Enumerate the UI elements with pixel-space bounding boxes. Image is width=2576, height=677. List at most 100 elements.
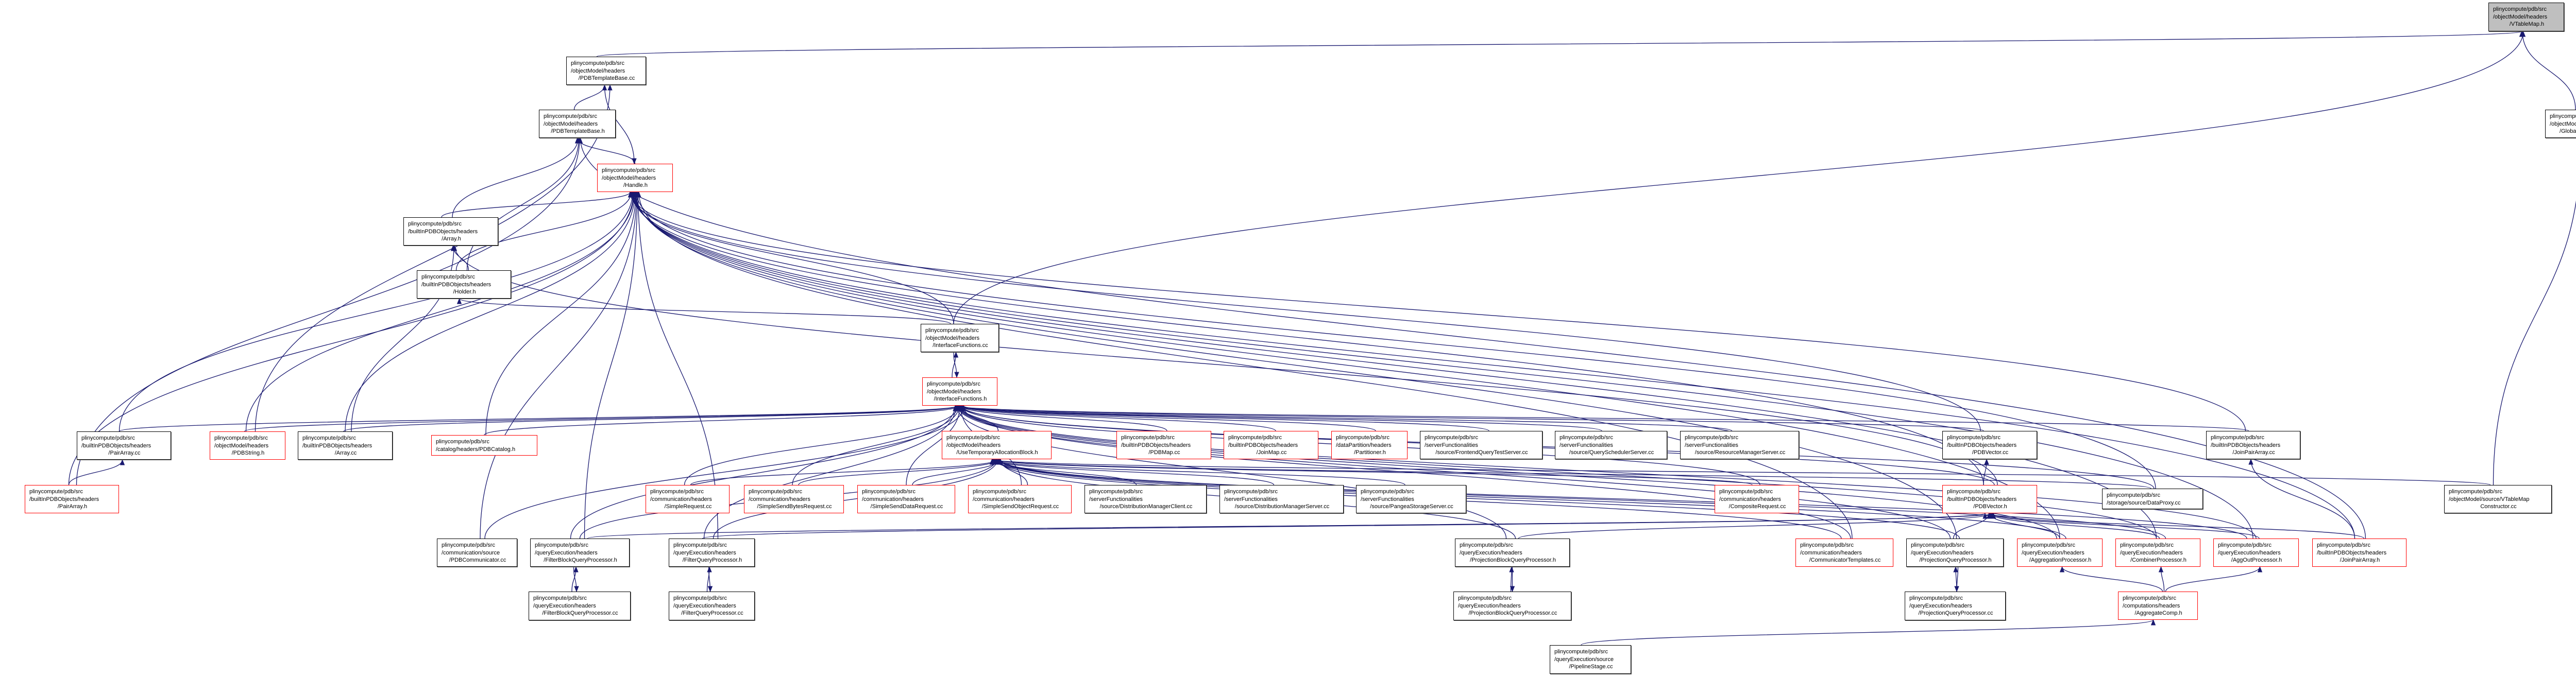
file-node-aggregation-h[interactable]: plinycompute/pdb/src/queryExecution/head… <box>2017 539 2103 567</box>
dependency-edge <box>953 405 1602 431</box>
dependency-edge <box>634 191 2156 489</box>
file-path-line: /AggregateComp.h <box>2134 610 2182 616</box>
file-path-line: plinycompute/pdb/src <box>673 595 727 601</box>
file-path-line: plinycompute/pdb/src <box>1121 435 1175 441</box>
dependency-edge <box>703 405 959 539</box>
file-path-line: /source/FrontendQueryTestServer.cc <box>1435 449 1528 456</box>
file-path-line: /communication/headers <box>973 496 1035 502</box>
file-node-pdbmap-cc[interactable]: plinycompute/pdb/src/builtInPDBObjects/h… <box>1116 431 1211 459</box>
file-path-line: plinycompute/pdb/src <box>2211 435 2264 441</box>
dependency-edge <box>578 137 2366 539</box>
dependency-edge <box>960 405 1276 431</box>
file-node-iface-h[interactable]: plinycompute/pdb/src/objectModel/headers… <box>922 377 997 406</box>
file-node-composite[interactable]: plinycompute/pdb/src/communication/heade… <box>1715 485 1799 513</box>
file-node-iface-cc[interactable]: plinycompute/pdb/src/objectModel/headers… <box>921 324 999 352</box>
file-node-filterblock-cc[interactable]: plinycompute/pdb/src/queryExecution/head… <box>529 592 631 620</box>
file-path-line: /objectModel/headers <box>925 335 980 341</box>
file-node-pdbcommunicator[interactable]: plinycompute/pdb/src/communication/sourc… <box>437 539 517 567</box>
file-path-line: Constructor.cc <box>2480 504 2517 510</box>
file-node-projblock-cc[interactable]: plinycompute/pdb/src/queryExecution/head… <box>1453 592 1571 620</box>
file-node-array-cc[interactable]: plinycompute/pdb/src/builtInPDBObjects/h… <box>298 431 393 460</box>
file-path-line: /queryExecution/headers <box>533 602 596 609</box>
file-path-line: /communication/headers <box>749 496 810 502</box>
file-path-line: plinycompute/pdb/src <box>1089 489 1143 495</box>
file-path-line: /queryExecution/source <box>1554 656 1614 663</box>
file-node-holder[interactable]: plinycompute/pdb/src/builtInPDBObjects/h… <box>417 270 511 299</box>
file-node-pairarray-cc[interactable]: plinycompute/pdb/src/builtInPDBObjects/h… <box>77 431 171 460</box>
dependency-edge <box>633 191 1957 539</box>
file-path-line: /Partitioner.h <box>1354 449 1386 456</box>
file-node-pairarray-h[interactable]: plinycompute/pdb/src/builtInPDBObjects/h… <box>25 485 119 513</box>
dependency-edge <box>960 405 1376 431</box>
file-node-pdbstring-h[interactable]: plinycompute/pdb/src/objectModel/headers… <box>210 431 285 460</box>
dependency-edge <box>636 191 1853 539</box>
file-node-pipelinestage[interactable]: plinycompute/pdb/src/queryExecution/sour… <box>1550 645 1631 674</box>
file-node-resourcemanager[interactable]: plinycompute/pdb/src/serverFunctionaliti… <box>1680 431 1799 459</box>
file-node-proj-h[interactable]: plinycompute/pdb/src/queryExecution/head… <box>1906 539 2004 567</box>
file-node-dataproxy[interactable]: plinycompute/pdb/src/storage/source/Data… <box>2102 489 2203 509</box>
file-path-line: /objectModel/headers <box>544 120 598 127</box>
dependency-edge <box>1990 512 2365 539</box>
file-node-joinpairarray-h[interactable]: plinycompute/pdb/src/builtInPDBObjects/h… <box>2312 539 2406 567</box>
file-node-vtmconstructor[interactable]: plinycompute/pdb/src/objectModel/source/… <box>2444 485 2552 513</box>
file-node-combiner-h[interactable]: plinycompute/pdb/src/queryExecution/head… <box>2115 539 2200 567</box>
file-node-queryscheduler[interactable]: plinycompute/pdb/src/serverFunctionaliti… <box>1555 431 1667 459</box>
file-node-frontend[interactable]: plinycompute/pdb/src/serverFunctionaliti… <box>1420 431 1543 459</box>
dependency-edge <box>629 191 1984 485</box>
file-node-usetemp[interactable]: plinycompute/pdb/src/objectModel/headers… <box>942 431 1052 459</box>
file-path-line: /communication/headers <box>1800 549 1862 556</box>
file-node-distmgrclient[interactable]: plinycompute/pdb/src/serverFunctionaliti… <box>1084 485 1207 513</box>
file-node-pangea[interactable]: plinycompute/pdb/src/serverFunctionaliti… <box>1356 485 1466 513</box>
file-node-partitioner-h[interactable]: plinycompute/pdb/src/dataPartition/heade… <box>1331 431 1408 459</box>
file-node-handle[interactable]: plinycompute/pdb/src/objectModel/headers… <box>597 164 673 192</box>
dependency-edge <box>2059 566 2163 592</box>
file-node-aggout-h[interactable]: plinycompute/pdb/src/queryExecution/head… <box>2213 539 2299 567</box>
file-node-commtemplates[interactable]: plinycompute/pdb/src/communication/heade… <box>1795 539 1893 567</box>
file-path-line: /CombinerProcessor.h <box>2130 557 2187 563</box>
file-node-aggregatecomp[interactable]: plinycompute/pdb/src/computations/header… <box>2118 592 2198 620</box>
file-path-line: /queryExecution/headers <box>2218 549 2281 556</box>
file-path-line: /ProjectionBlockQueryProcessor.h <box>1470 557 1556 563</box>
file-node-pdbvector-cc[interactable]: plinycompute/pdb/src/builtInPDBObjects/h… <box>1942 431 2037 459</box>
file-node-array-h[interactable]: plinycompute/pdb/src/builtInPDBObjects/h… <box>403 217 498 246</box>
dependency-edge <box>991 458 1405 485</box>
dependency-edge <box>587 512 1995 539</box>
file-node-pdbvector-h[interactable]: plinycompute/pdb/src/builtInPDBObjects/h… <box>1942 485 2037 513</box>
file-path-line: /VTableMap.h <box>2509 21 2545 27</box>
file-node-filter-cc[interactable]: plinycompute/pdb/src/queryExecution/head… <box>669 592 755 620</box>
file-path-line: plinycompute/pdb/src <box>2550 113 2576 119</box>
file-path-line: plinycompute/pdb/src <box>1947 435 2001 441</box>
dependency-edge <box>629 191 954 324</box>
file-node-proj-cc[interactable]: plinycompute/pdb/src/queryExecution/head… <box>1905 592 2006 620</box>
file-node-distmgrserver[interactable]: plinycompute/pdb/src/serverFunctionaliti… <box>1219 485 1344 513</box>
file-node-joinmap-cc[interactable]: plinycompute/pdb/src/builtInPDBObjects/h… <box>1224 431 1318 459</box>
file-node-globalvars[interactable]: plinycompute/pdb/src/objectModel/headers… <box>2545 110 2576 138</box>
file-node-joinpairarray-cc[interactable]: plinycompute/pdb/src/builtInPDBObjects/h… <box>2206 431 2300 459</box>
file-path-line: /source/PangeaStorageServer.cc <box>1370 504 1453 510</box>
file-node-simplesenddata[interactable]: plinycompute/pdb/src/communication/heade… <box>857 485 955 513</box>
file-path-line: plinycompute/pdb/src <box>1425 435 1478 441</box>
file-node-filter-h[interactable]: plinycompute/pdb/src/queryExecution/head… <box>669 539 755 567</box>
file-path-line: plinycompute/pdb/src <box>673 542 727 548</box>
dependency-edge <box>1953 512 1992 539</box>
file-path-line: /communication/headers <box>862 496 924 502</box>
file-node-projblock-h[interactable]: plinycompute/pdb/src/queryExecution/head… <box>1455 539 1570 567</box>
file-node-pdbcatalog-h[interactable]: plinycompute/pdb/src/catalog/headers/PDB… <box>431 435 537 456</box>
file-node-filterblock-h[interactable]: plinycompute/pdb/src/queryExecution/head… <box>530 539 630 567</box>
file-node-templatebase-h[interactable]: plinycompute/pdb/src/objectModel/headers… <box>539 110 616 138</box>
dependency-edge <box>255 84 613 432</box>
file-node-templatebase-cc[interactable]: plinycompute/pdb/src/objectModel/headers… <box>566 57 646 85</box>
file-path-line: /builtInPDBObjects/headers <box>1947 496 2017 502</box>
dependency-edge <box>68 191 636 485</box>
file-path-line: /objectModel/headers <box>214 442 269 449</box>
file-path-line: /builtInPDBObjects/headers <box>1121 442 1191 448</box>
file-path-line: plinycompute/pdb/src <box>2120 542 2174 548</box>
dependency-edge <box>1983 458 1989 485</box>
file-node-simplesendbytes[interactable]: plinycompute/pdb/src/communication/heade… <box>744 485 844 513</box>
file-path-line: /GlobalVariables.cc <box>2560 128 2576 134</box>
file-path-line: /objectModel/source/VTableMap <box>2449 496 2530 502</box>
file-path-line: plinycompute/pdb/src <box>408 221 462 227</box>
file-path-line: plinycompute/pdb/src <box>2022 542 2075 548</box>
file-node-simplerequest[interactable]: plinycompute/pdb/src/communication/heade… <box>646 485 730 513</box>
file-node-simplesendobject[interactable]: plinycompute/pdb/src/communication/heade… <box>968 485 1072 513</box>
